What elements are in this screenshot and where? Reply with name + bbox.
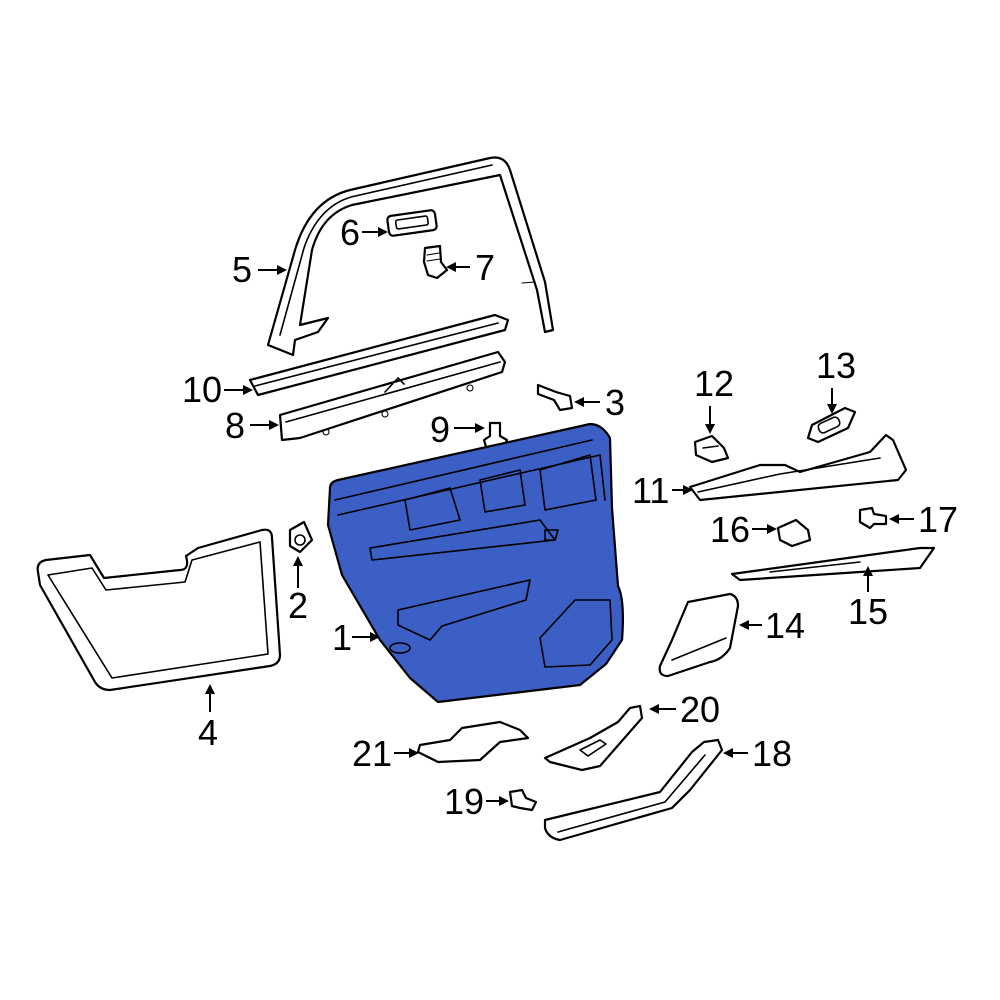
callout-16[interactable]: 16 [710, 509, 777, 550]
callouts: 1 2 3 4 5 6 7 [182, 212, 958, 822]
callout-label-9: 9 [430, 409, 450, 450]
callout-15[interactable]: 15 [848, 566, 888, 632]
part-3-bolt[interactable] [536, 383, 574, 412]
part-18-pull-handle[interactable] [543, 738, 724, 842]
callout-11[interactable]: 11 [632, 470, 693, 511]
callout-17[interactable]: 17 [889, 499, 958, 540]
callout-label-4: 4 [198, 712, 218, 753]
part-13-switch-cover[interactable] [806, 406, 857, 444]
callout-18[interactable]: 18 [723, 733, 792, 774]
callout-label-5: 5 [232, 249, 252, 290]
callout-12[interactable]: 12 [694, 363, 734, 434]
part-17-screw[interactable] [858, 506, 888, 530]
callout-label-6: 6 [340, 212, 360, 253]
callout-label-15: 15 [848, 591, 888, 632]
callout-8[interactable]: 8 [225, 405, 279, 446]
callout-label-11: 11 [632, 470, 669, 511]
callout-label-21: 21 [352, 733, 392, 774]
part-8-weatherstrip[interactable] [278, 350, 507, 442]
callout-label-10: 10 [182, 369, 222, 410]
callout-label-2: 2 [288, 585, 308, 626]
callout-label-13: 13 [816, 345, 856, 386]
part-21-pull-cup[interactable] [416, 720, 530, 764]
part-16-clip[interactable] [776, 518, 812, 548]
callout-14[interactable]: 14 [739, 605, 805, 646]
callout-label-19: 19 [444, 781, 484, 822]
callout-label-16: 16 [710, 509, 750, 550]
callout-label-18: 18 [752, 733, 792, 774]
callout-5[interactable]: 5 [232, 249, 287, 290]
part-2-clip[interactable] [288, 520, 314, 554]
callout-13[interactable]: 13 [816, 345, 856, 414]
callout-label-17: 17 [918, 499, 958, 540]
callout-1[interactable]: 1 [332, 617, 380, 658]
callout-9[interactable]: 9 [430, 409, 485, 450]
part-7-screw[interactable] [422, 244, 449, 280]
part-12-clip[interactable] [693, 434, 730, 464]
callout-19[interactable]: 19 [444, 781, 509, 822]
callout-label-7: 7 [475, 247, 495, 288]
part-15-trim-strip[interactable] [730, 546, 936, 582]
callout-label-8: 8 [225, 405, 245, 446]
part-11-armrest-trim[interactable] [688, 433, 908, 502]
part-20-bracket[interactable] [543, 704, 644, 772]
callout-label-3: 3 [605, 382, 625, 423]
callout-20[interactable]: 20 [649, 689, 720, 730]
part-14-speaker-trim[interactable] [658, 592, 740, 678]
callout-21[interactable]: 21 [352, 733, 419, 774]
callout-label-14: 14 [765, 605, 805, 646]
callout-3[interactable]: 3 [574, 382, 625, 423]
callout-4[interactable]: 4 [198, 684, 218, 753]
part-6-handle-cover[interactable] [386, 209, 438, 237]
part-1-door-trim-panel[interactable] [326, 422, 624, 704]
part-10-belt-molding[interactable] [248, 313, 510, 397]
part-5-window-frame-trim[interactable] [266, 156, 555, 357]
callout-label-1: 1 [332, 617, 352, 658]
callout-2[interactable]: 2 [288, 556, 308, 626]
callout-label-20: 20 [680, 689, 720, 730]
part-19-screw[interactable] [508, 788, 538, 812]
callout-label-12: 12 [694, 363, 734, 404]
callout-6[interactable]: 6 [340, 212, 388, 253]
callout-10[interactable]: 10 [182, 369, 253, 410]
part-4-water-deflector[interactable] [36, 528, 282, 692]
callout-7[interactable]: 7 [446, 247, 495, 288]
